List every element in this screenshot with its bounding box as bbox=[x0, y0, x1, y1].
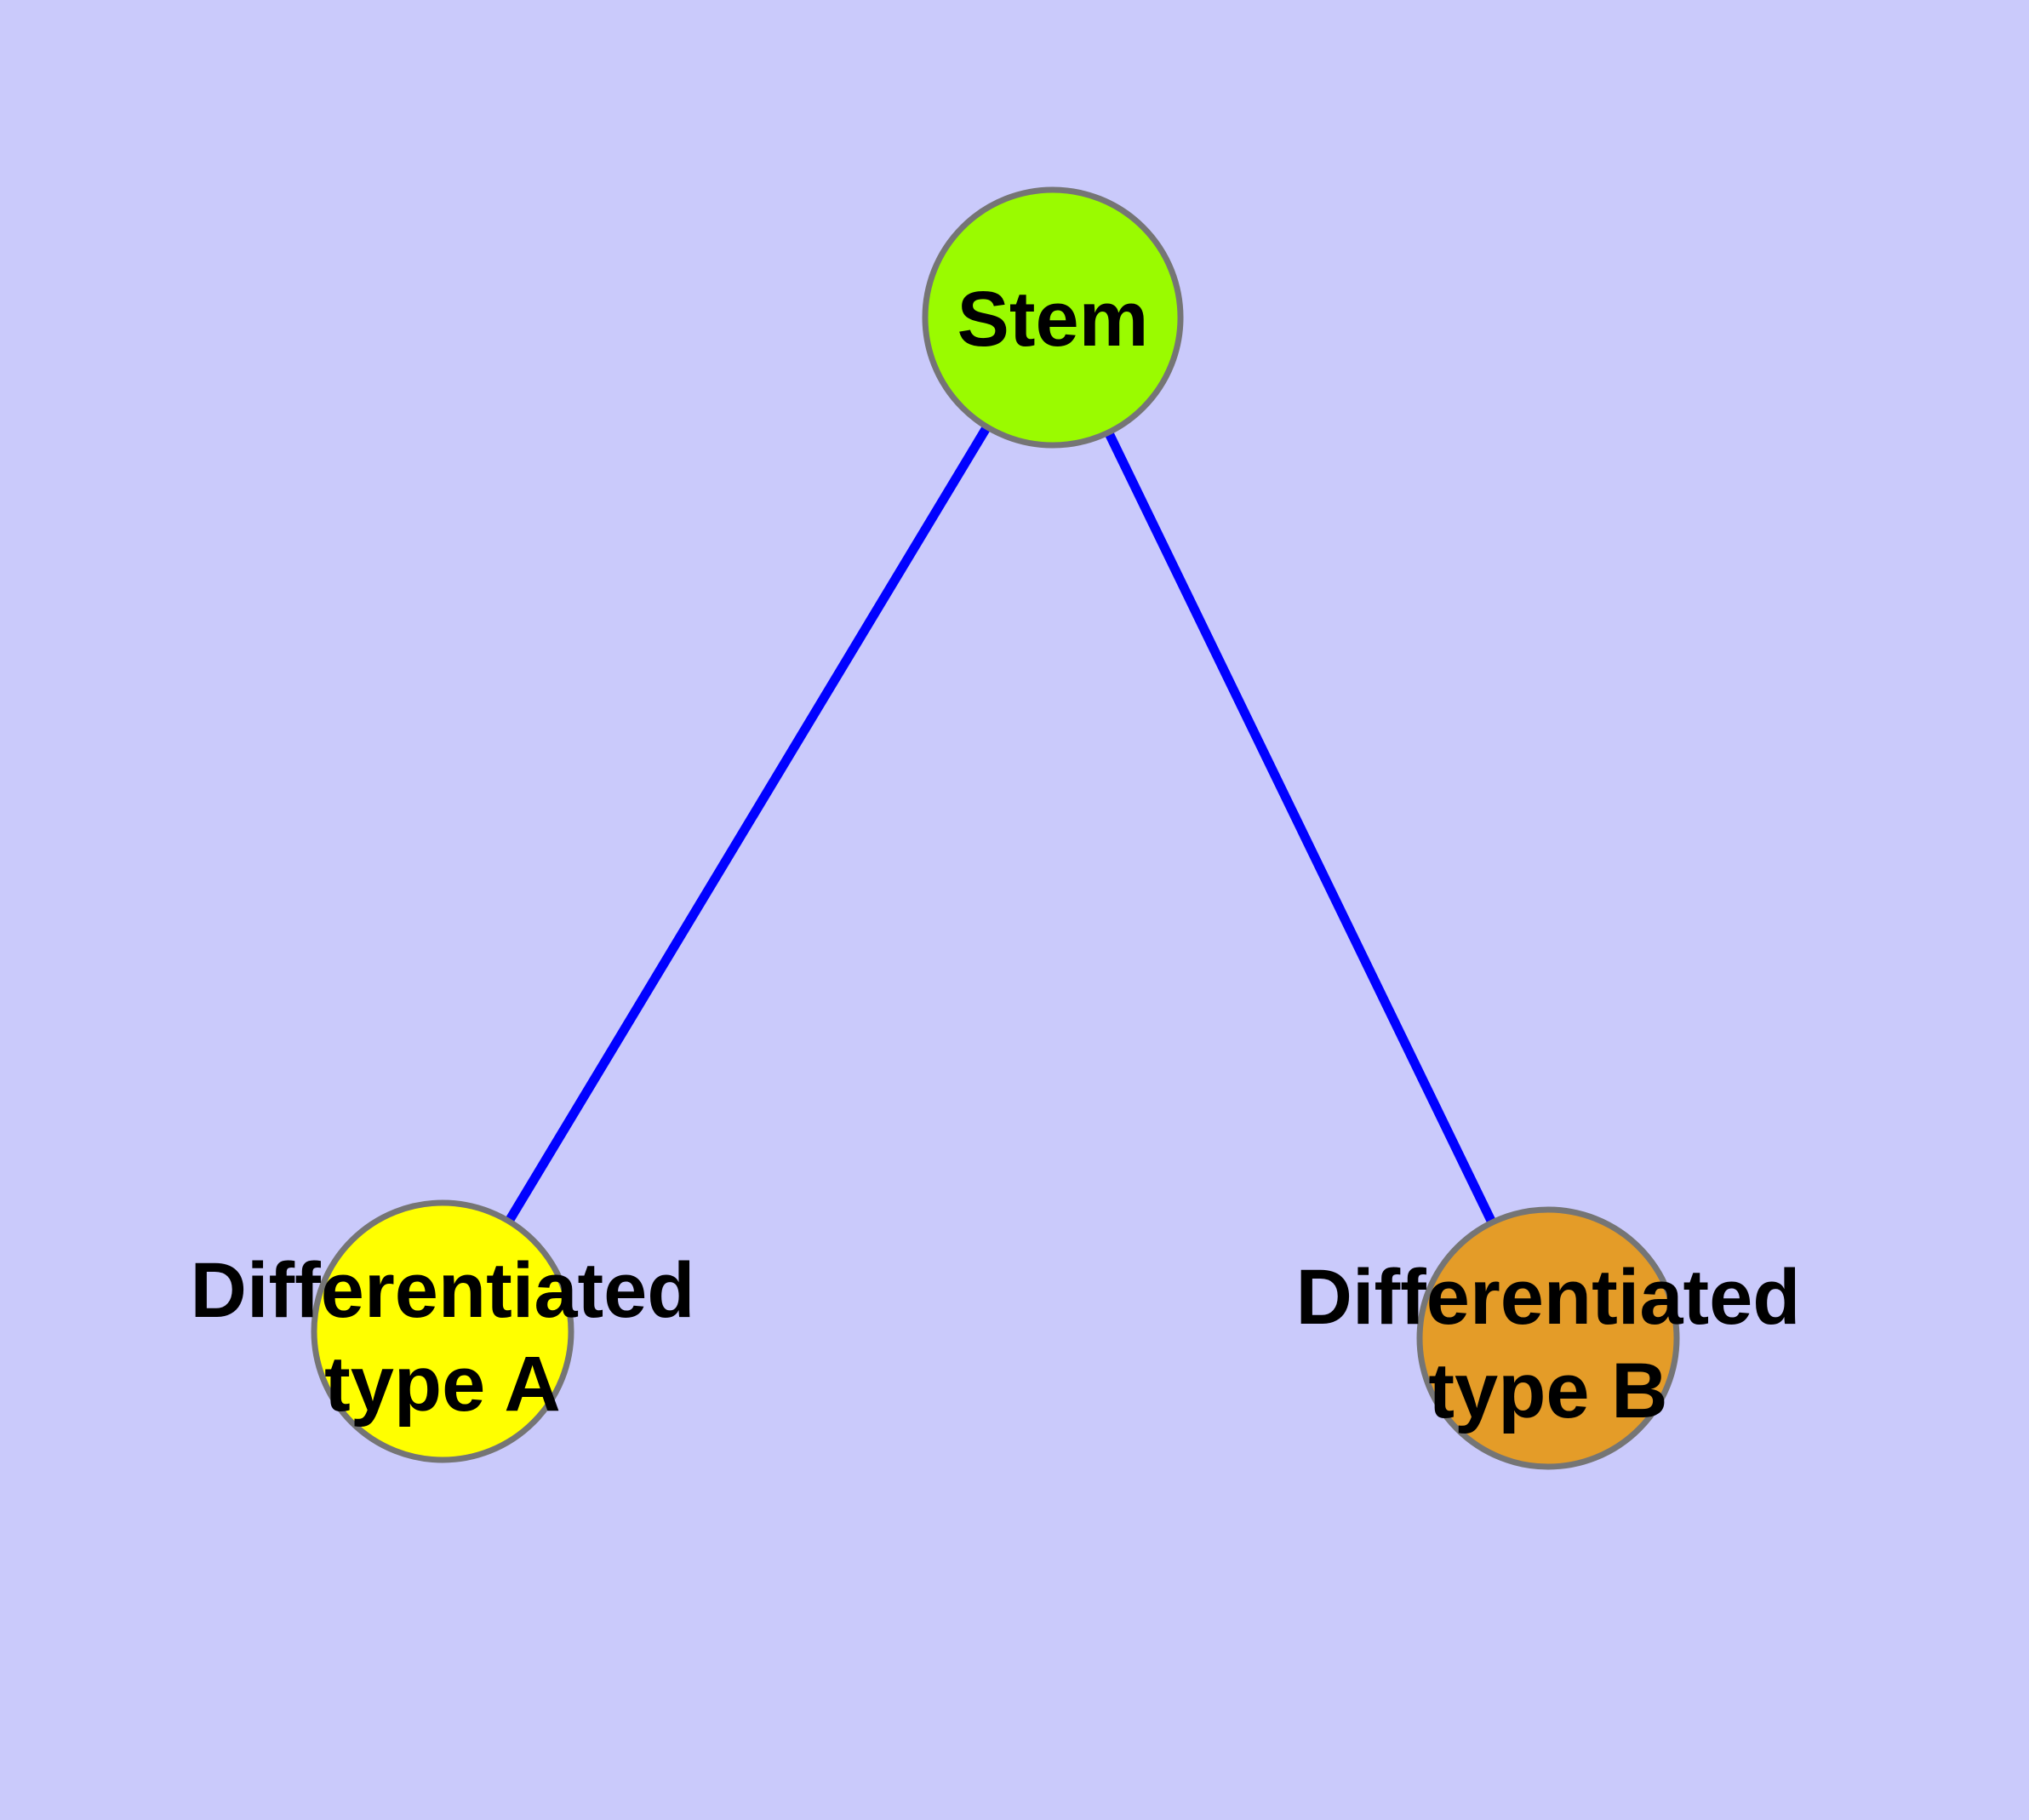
edge-stem-to-type-a bbox=[438, 315, 1057, 1334]
node-type-a-label-line1: Differentiated bbox=[191, 1247, 695, 1334]
node-type-b-label-line1: Differentiated bbox=[1296, 1254, 1801, 1341]
node-differentiated-type-a bbox=[311, 1199, 574, 1463]
node-type-b-label-line2: type B bbox=[1428, 1348, 1667, 1434]
node-stem-label: Stem bbox=[957, 276, 1149, 363]
edge-stem-to-type-b bbox=[1049, 315, 1552, 1341]
node-stem bbox=[922, 186, 1184, 449]
node-type-a-label-line2: type A bbox=[324, 1341, 561, 1428]
node-differentiated-type-b bbox=[1416, 1206, 1680, 1470]
